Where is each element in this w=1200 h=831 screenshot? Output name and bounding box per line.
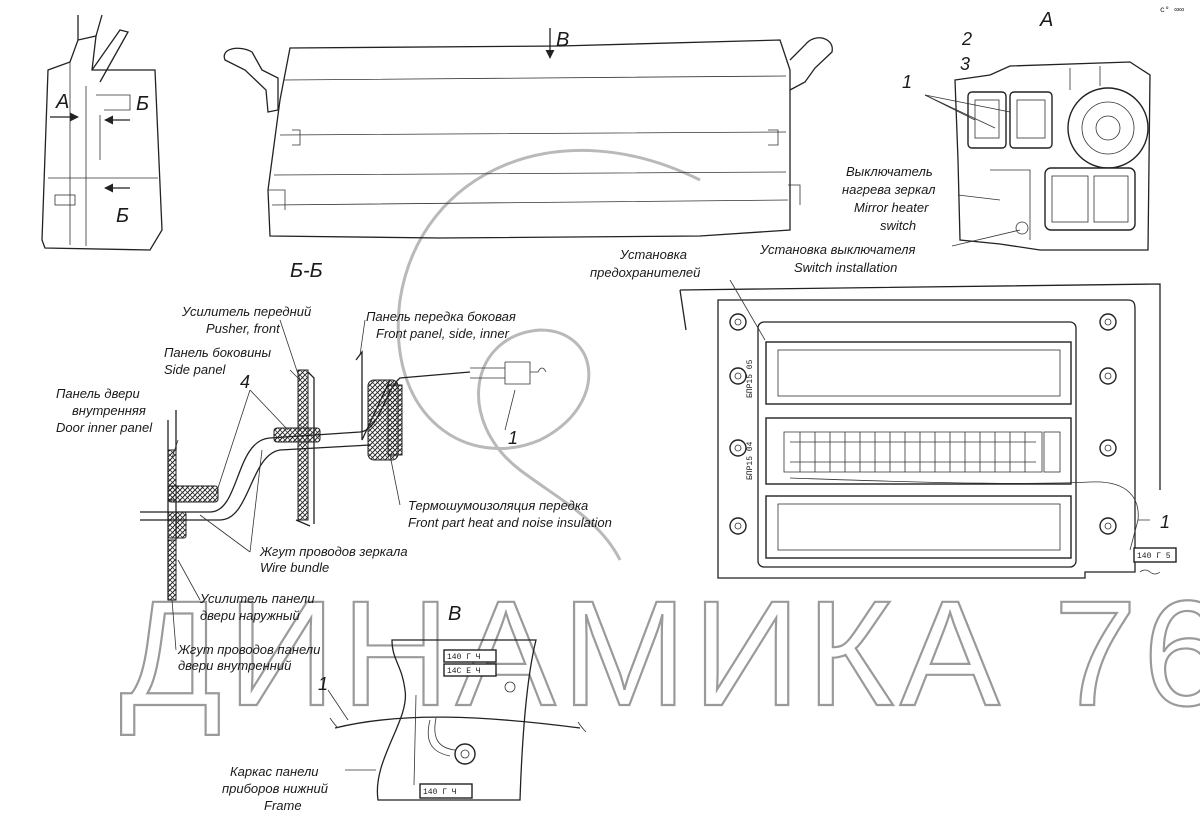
switch-panel-view: A 2 3 1 Выключатель нагрева зеркал Mirro… <box>759 9 1151 275</box>
side-panel-ru: Панель боковины <box>164 345 271 360</box>
wire-bundle-en: Wire bundle <box>260 560 329 575</box>
fuse-row-3 <box>765 495 1072 559</box>
frame-tag-2: 14С Е Ч <box>447 667 481 676</box>
mirror-switch-en-2: switch <box>880 218 916 233</box>
wiring-section-view: 4 1 Усилитель передний Pusher, front Пан… <box>56 304 612 673</box>
watermark: ДИНАМИКА 76 <box>119 148 1200 738</box>
callout-1-switch: 1 <box>902 72 912 92</box>
frame-ru-1: Каркас панели <box>230 764 319 779</box>
callout-3: 3 <box>960 54 970 74</box>
watermark-text: ДИНАМИКА 76 <box>120 569 1200 737</box>
wire-bundle-ru: Жгут проводов зеркала <box>259 544 408 559</box>
switch-install-en: Switch installation <box>794 260 897 275</box>
callout-2: 2 <box>961 29 972 49</box>
callout-1-section: 1 <box>508 428 518 448</box>
fuse-row-2 <box>765 417 1072 485</box>
door-inner-ru-1: Панель двери <box>56 386 140 401</box>
mirror-switch-ru-2: нагрева зеркал <box>842 182 936 197</box>
door-inner-ru-2: внутренняя <box>72 403 146 418</box>
pusher-en: Pusher, front <box>206 321 281 336</box>
mirror-switch-en-1: Mirror heater <box>854 200 929 215</box>
fuse-install-2: предохранителей <box>590 265 700 280</box>
side-panel-en: Side panel <box>164 362 227 377</box>
view-b-detail-label: В <box>448 603 461 625</box>
frame-tag-1: 140 Г Ч <box>447 653 481 662</box>
view-a-small-label: A <box>55 91 69 113</box>
mirror-switch-ru-1: Выключатель <box>846 164 933 179</box>
switch-install-ru: Установка выключателя <box>759 242 916 257</box>
fuse-block-view: БПР15 05 БПР15 04 140 Г 5 1 Установка пр… <box>590 247 1177 579</box>
callout-4: 4 <box>240 372 250 392</box>
watermark-swirl <box>396 148 701 561</box>
section-bb-view: В Б-Б <box>223 28 833 282</box>
pusher-ru: Усилитель передний <box>181 304 311 319</box>
door-harness-ru-1: Жгут проводов панели <box>177 642 320 657</box>
fuse-block-1-tag: БПР15 05 <box>746 359 755 398</box>
frame-ru-2: приборов нижний <box>222 781 328 796</box>
section-b-top-label: Б <box>136 93 149 115</box>
frame-view: 140 Г Ч 14С Е Ч 140 Г Ч В 1 Каркас панел… <box>222 603 587 813</box>
front-side-ru: Панель передка боковая <box>366 309 516 324</box>
door-outer-ru-2: двери наружный <box>200 608 300 623</box>
fuse-block-2-tag: БПР15 04 <box>746 441 755 480</box>
frame-tag-3: 140 Г Ч <box>423 788 457 797</box>
fuse-row-1 <box>765 341 1072 405</box>
view-a-detail-label: A <box>1039 9 1053 31</box>
corner-mark: c° ∞∞ <box>1160 6 1184 15</box>
view-b-arrow-label: В <box>556 29 569 51</box>
door-side-view: A Б Б <box>41 14 163 251</box>
section-bb-label: Б-Б <box>290 260 323 282</box>
door-harness-ru-2: двери внутренний <box>178 658 291 673</box>
frame-en: Frame <box>264 798 302 813</box>
front-side-en: Front panel, side, inner <box>376 326 510 341</box>
callout-1-fuse: 1 <box>1160 512 1170 532</box>
callout-1-frame: 1 <box>318 674 328 694</box>
fuse-tag: 140 Г 5 <box>1137 552 1171 561</box>
insulation-en: Front part heat and noise insulation <box>408 515 612 530</box>
section-b-bottom-label: Б <box>116 205 129 227</box>
door-outer-ru-1: Усилитель панели <box>199 591 315 606</box>
insulation-ru: Термошумоизоляция передка <box>408 498 588 513</box>
fuse-install-1: Установка <box>619 247 687 262</box>
door-inner-en: Door inner panel <box>56 420 153 435</box>
